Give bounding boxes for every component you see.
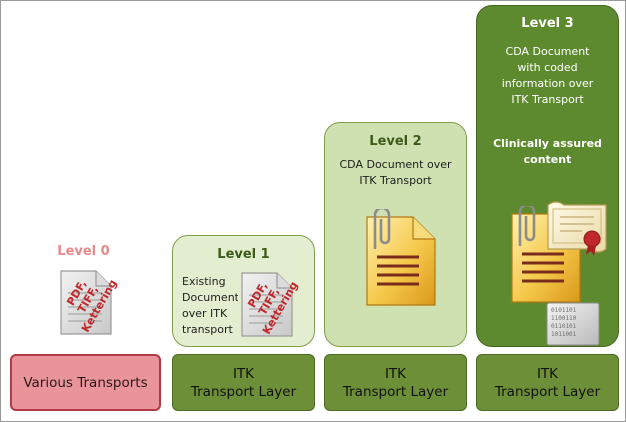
level-2-box: Level 2 CDA Document over ITK Transport: [324, 122, 467, 347]
svg-text:0101101: 0101101: [551, 307, 577, 314]
svg-text:1100110: 1100110: [551, 315, 577, 322]
svg-text:1011001: 1011001: [551, 331, 577, 338]
level-1-title: Level 1: [217, 247, 270, 262]
level-1-description: Existing Document over ITK transport: [182, 275, 238, 336]
transport-itk-3: ITK Transport Layer: [476, 354, 619, 411]
document-grey-icon: [60, 270, 112, 335]
transport-various: Various Transports: [10, 354, 161, 411]
transport-itk-1: ITK Transport Layer: [172, 354, 315, 411]
level-2-title: Level 2: [369, 134, 422, 149]
transport-label: ITK Transport Layer: [342, 365, 449, 400]
level-0-title: Level 0: [57, 244, 110, 259]
transport-label: Various Transports: [23, 374, 148, 391]
svg-text:0110101: 0110101: [551, 323, 577, 330]
level-3-description: CDA Document with coded information over…: [501, 45, 594, 106]
document-grey-icon: [241, 272, 293, 337]
certificate-icon: [547, 201, 607, 256]
level-2-description: CDA Document over ITK Transport: [339, 158, 452, 187]
transport-label: ITK Transport Layer: [190, 365, 297, 400]
clipped-document-icon: [366, 209, 436, 306]
level-3-title: Level 3: [521, 16, 574, 31]
transport-label: ITK Transport Layer: [494, 365, 601, 400]
level-3-emphasis: Clinically assured content: [493, 137, 602, 166]
transport-itk-2: ITK Transport Layer: [324, 354, 467, 411]
